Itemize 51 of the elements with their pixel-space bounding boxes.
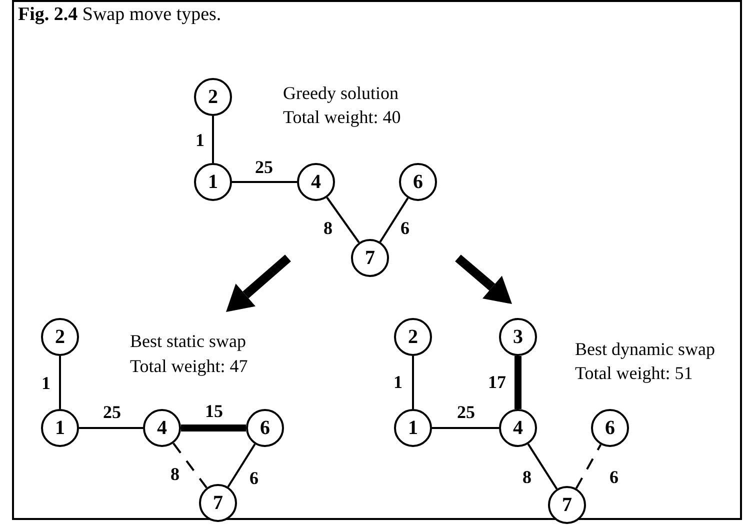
- edge-line: [172, 442, 208, 488]
- edge-line: [232, 181, 297, 183]
- vertex-circle: 4: [297, 163, 335, 201]
- edge-weight: 15: [204, 402, 224, 420]
- edge-weight: 1: [194, 131, 206, 149]
- edge-weight: 6: [248, 469, 260, 487]
- edge-line: [432, 427, 499, 429]
- solution-caption: Best static swap: [130, 332, 246, 350]
- edge-weight: 25: [254, 158, 274, 176]
- edge-weight: 8: [322, 219, 334, 237]
- vertex-circle: 7: [351, 239, 389, 277]
- solution-caption: Best dynamic swap: [575, 340, 715, 358]
- solution-caption: Greedy solution: [283, 84, 398, 102]
- edge-weight: 1: [40, 374, 52, 392]
- vertex-circle: 6: [246, 409, 284, 447]
- edge-weight: 25: [102, 403, 122, 421]
- vertex-circle: 1: [41, 409, 79, 447]
- edge-line: [412, 356, 414, 409]
- total-weight-text: Total weight: 40: [283, 108, 401, 126]
- vertex-circle: 6: [399, 163, 437, 201]
- vertex-circle: 7: [199, 484, 237, 522]
- edge-weight: 6: [400, 219, 410, 237]
- figure-title: Fig. 2.4 Swap move types.: [18, 4, 222, 26]
- edge-weight: 1: [392, 373, 404, 391]
- vertex-circle: 4: [499, 409, 537, 447]
- vertex-circle: 2: [41, 318, 79, 356]
- edge-line: [326, 196, 360, 244]
- edge-weight: 8: [170, 465, 180, 483]
- edge-line: [527, 444, 558, 490]
- edge-line: [59, 356, 61, 409]
- edge-weight: 8: [522, 468, 532, 486]
- edge-line: [212, 116, 214, 163]
- edge-line: [379, 198, 409, 242]
- edge-weight: 25: [456, 403, 476, 421]
- total-weight-text: Total weight: 51: [575, 364, 693, 382]
- edge-line: [514, 356, 522, 409]
- vertex-circle: 1: [394, 409, 432, 447]
- edge-weight: 6: [608, 468, 620, 486]
- vertex-circle: 4: [143, 409, 181, 447]
- total-weight-text: Total weight: 47: [130, 357, 248, 375]
- edge-weight: 17: [487, 373, 507, 391]
- vertex-circle: 2: [394, 318, 432, 356]
- vertex-circle: 6: [591, 409, 629, 447]
- vertex-circle: 2: [194, 78, 232, 116]
- edge-line: [79, 427, 143, 429]
- edge-line: [227, 444, 256, 488]
- vertex-circle: 1: [194, 163, 232, 201]
- vertex-circle: 7: [548, 486, 586, 524]
- vertex-circle: 3: [499, 318, 537, 356]
- edge-line: [575, 444, 602, 489]
- edge-line: [181, 424, 246, 432]
